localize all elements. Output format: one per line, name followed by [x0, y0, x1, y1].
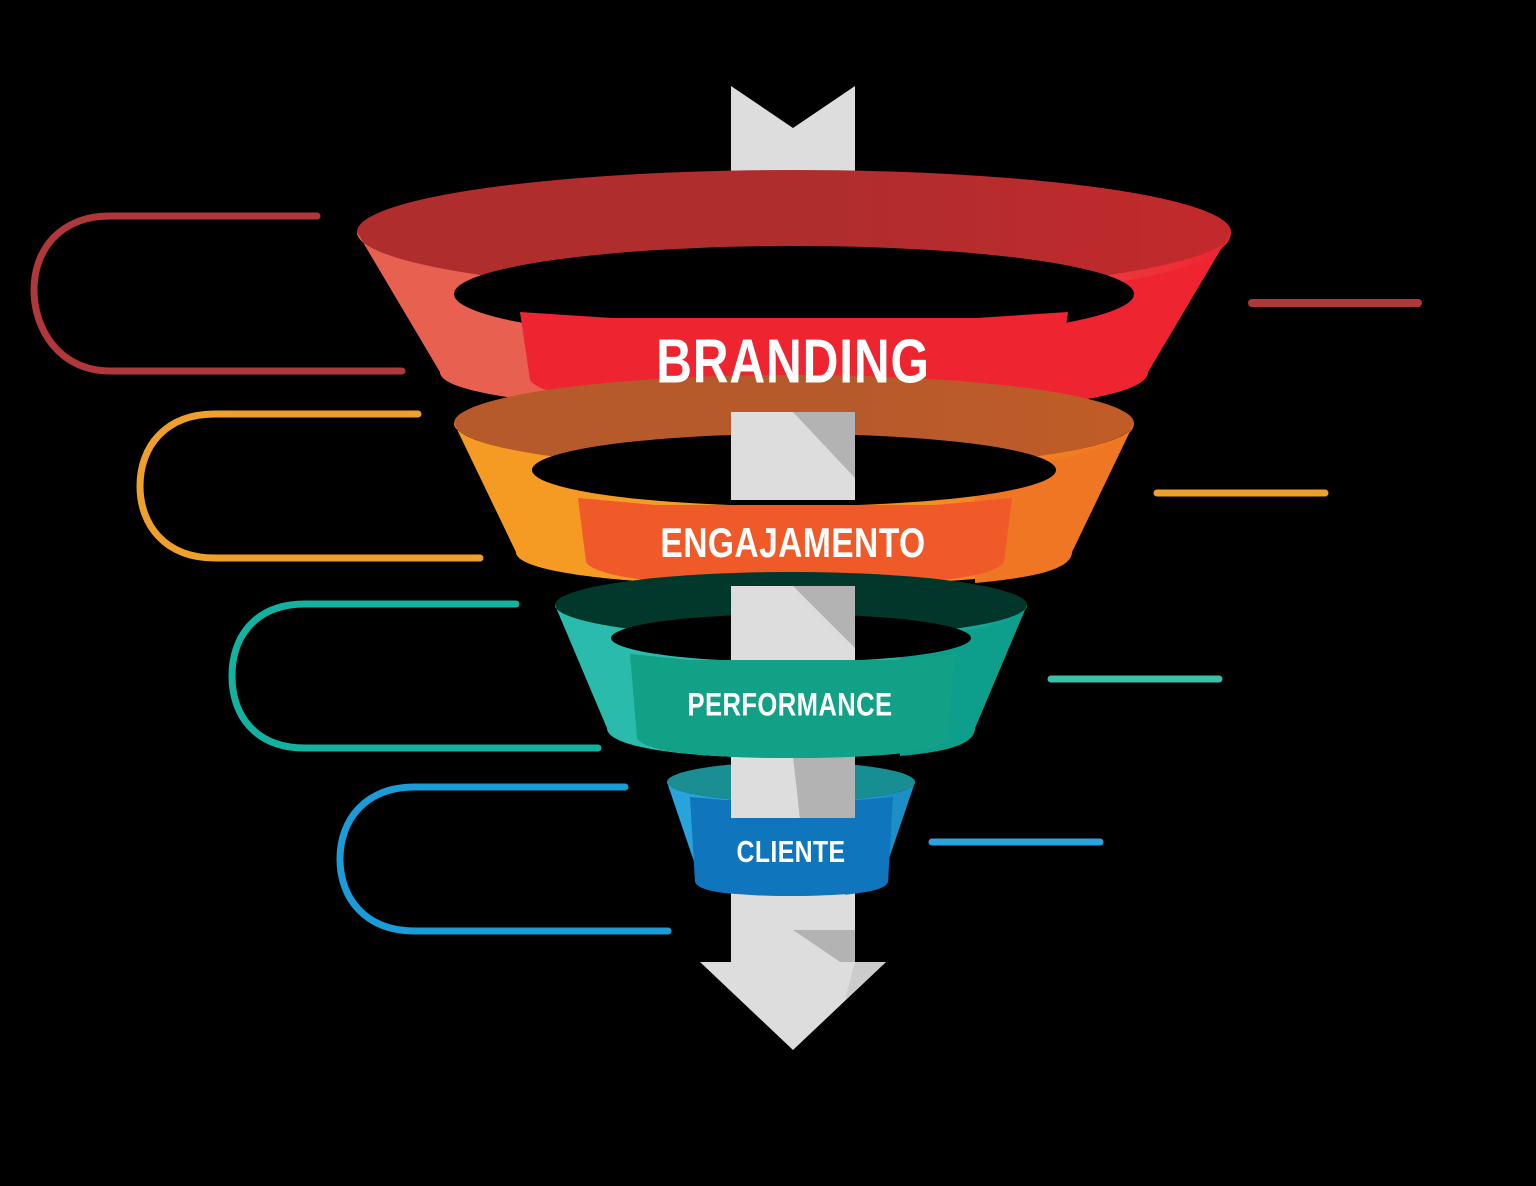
connector-bracket-engajamento	[136, 410, 484, 562]
connector-bracket-branding	[30, 212, 406, 375]
connector-bracket-cliente	[336, 783, 672, 935]
funnel-stage-branding[interactable]	[357, 170, 1231, 413]
arrow-front-layer	[700, 412, 886, 1050]
connector-bracket-performance	[228, 600, 602, 752]
